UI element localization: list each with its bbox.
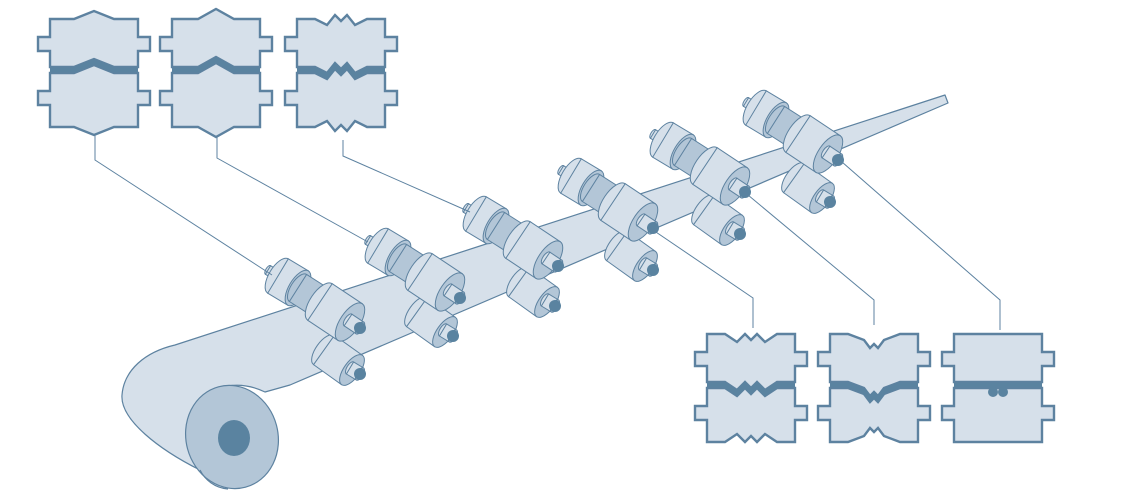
die-profile-6 [940, 332, 1056, 444]
leader-line [94, 135, 273, 276]
leader-line [841, 161, 1001, 330]
upper-shaft-end [454, 292, 466, 304]
roller-station-1 [264, 257, 366, 386]
upper-die [36, 9, 152, 69]
bead [988, 387, 998, 397]
lower-die [36, 63, 152, 137]
formed-strip [297, 62, 385, 80]
leader-line [342, 140, 471, 213]
formed-strip [172, 57, 260, 73]
upper-die [940, 332, 1056, 384]
lower-die [940, 386, 1056, 444]
leader-line [216, 135, 369, 243]
die-profile-4 [693, 332, 809, 444]
lower-shaft-end [734, 228, 746, 240]
formed-strip [50, 59, 138, 73]
die-profile-1 [36, 9, 152, 137]
roller-stations [264, 89, 844, 386]
coil-hole [218, 420, 250, 456]
die-profile-3 [283, 13, 399, 133]
leader-lines [94, 135, 1001, 330]
lower-die [283, 67, 399, 133]
roller-station-5 [649, 121, 751, 246]
roller-station-3 [462, 195, 564, 318]
leader-line [741, 189, 875, 325]
lower-die [693, 386, 809, 444]
upper-die [816, 332, 932, 398]
roller-station-6 [742, 89, 844, 214]
lower-roller [691, 194, 745, 246]
lower-shaft-end [447, 330, 459, 342]
die-profile-5 [816, 332, 932, 444]
lower-shaft-end [824, 196, 836, 208]
upper-shaft-end [552, 260, 564, 272]
upper-die [158, 7, 274, 69]
upper-shaft-end [832, 154, 844, 166]
upper-shaft-end [647, 222, 659, 234]
die-profile-2 [158, 7, 274, 139]
formed-strip [830, 382, 918, 403]
lower-shaft-end [354, 368, 366, 380]
upper-roller [304, 282, 366, 342]
lower-shaft-end [549, 300, 561, 312]
die-profiles [36, 7, 1056, 444]
lower-die [158, 61, 274, 139]
lower-shaft-end [647, 264, 659, 276]
upper-shaft [342, 313, 366, 335]
upper-die [283, 13, 399, 75]
upper-die [693, 332, 809, 392]
roller-station-4 [557, 157, 659, 282]
coil-edge [199, 469, 229, 490]
bead [998, 387, 1008, 397]
formed-strip [707, 381, 795, 397]
upper-shaft-end [354, 322, 366, 334]
leader-line [649, 227, 754, 328]
roller-station-2 [364, 227, 466, 348]
